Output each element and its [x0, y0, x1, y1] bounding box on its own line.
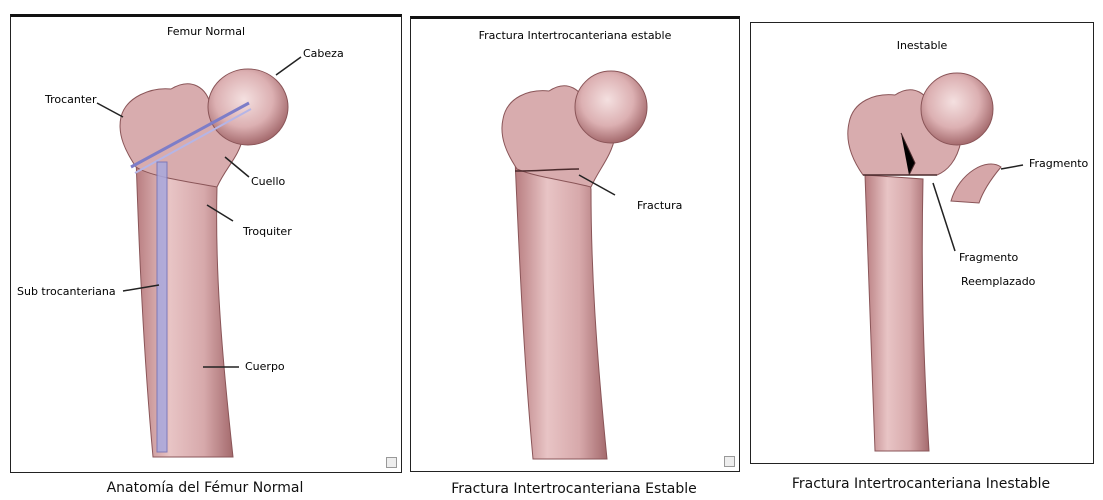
resize-corner-icon [386, 457, 397, 468]
label-fragmento: Fragmento [1029, 157, 1088, 170]
label-cuello: Cuello [251, 175, 285, 188]
label-sub-trocanteriana: Sub trocanteriana [17, 285, 116, 298]
caption-normal: Anatomía del Fémur Normal [10, 480, 400, 496]
panel-unstable-fracture: Inestable Fragmento Fragmento Reemplazad… [750, 22, 1094, 464]
femur-unstable-illustration [751, 23, 1093, 463]
caption-unstable: Fractura Intertrocanteriana Inestable [750, 476, 1092, 492]
label-trocanter: Trocanter [45, 93, 96, 106]
label-cabeza: Cabeza [303, 47, 344, 60]
label-reemplazado: Reemplazado [961, 275, 1035, 288]
label-fractura: Fractura [637, 199, 682, 212]
panel-title: Femur Normal [11, 25, 401, 38]
panel-stable-fracture: Fractura Intertrocanteriana estable Frac… [410, 16, 740, 472]
label-troquiter: Troquiter [243, 225, 292, 238]
panel-title: Inestable [751, 39, 1093, 52]
label-cuerpo: Cuerpo [245, 360, 285, 373]
label-fragmento-reemplazado: Fragmento [959, 251, 1018, 264]
caption-stable: Fractura Intertrocanteriana Estable [410, 481, 738, 497]
resize-corner-icon [724, 456, 735, 467]
femur-stable-illustration [411, 19, 739, 471]
panel-normal-femur: Femur Normal Cabeza Trocanter Cuello Tro… [10, 14, 402, 473]
femur-normal-illustration [11, 17, 401, 472]
panel-title: Fractura Intertrocanteriana estable [411, 29, 739, 42]
